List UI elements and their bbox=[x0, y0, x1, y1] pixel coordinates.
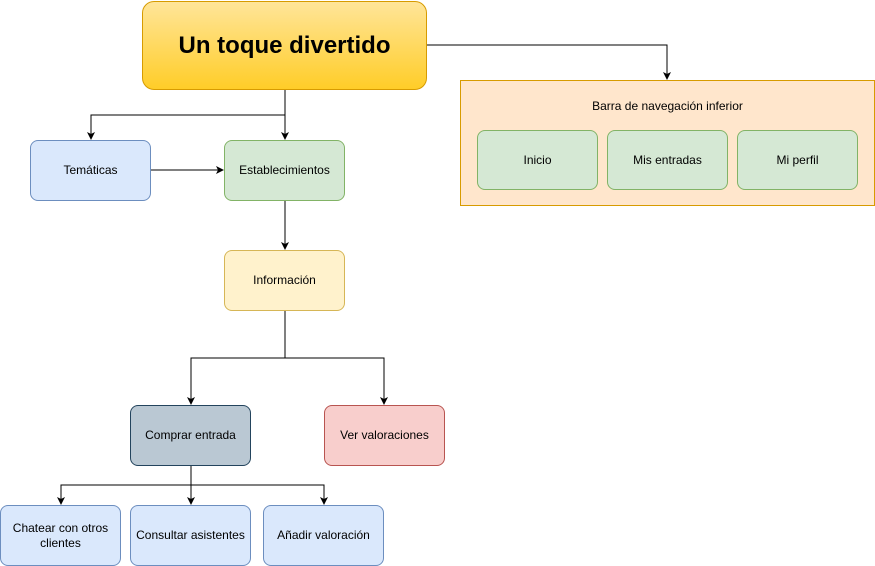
tematicas-node: Temáticas bbox=[30, 140, 151, 201]
edge-comprar-to-chatear bbox=[57, 484, 191, 505]
edge-root-to-tematicas bbox=[87, 114, 285, 140]
edge-informacion-to-ver bbox=[285, 357, 388, 405]
establecimientos-node: Establecimientos bbox=[224, 140, 345, 201]
root-node: Un toque divertido bbox=[142, 1, 427, 90]
nav-item-mis-entradas: Mis entradas bbox=[607, 130, 728, 190]
nav-bar-title: Barra de navegación inferior bbox=[592, 99, 743, 113]
anadir-valoracion-node: Añadir valoración bbox=[263, 505, 384, 566]
informacion-node: Información bbox=[224, 250, 345, 311]
comprar-entrada-node: Comprar entrada bbox=[130, 405, 251, 466]
edge-root-to-nav bbox=[427, 44, 671, 80]
consultar-asistentes-node: Consultar asistentes bbox=[130, 505, 251, 566]
nav-item-mi-perfil: Mi perfil bbox=[737, 130, 858, 190]
chatear-node: Chatear con otros clientes bbox=[0, 505, 121, 566]
ver-valoraciones-node: Ver valoraciones bbox=[324, 405, 445, 466]
edge-comprar-to-anadir bbox=[191, 484, 328, 505]
edge-informacion-to-comprar bbox=[187, 311, 286, 405]
nav-item-inicio: Inicio bbox=[477, 130, 598, 190]
